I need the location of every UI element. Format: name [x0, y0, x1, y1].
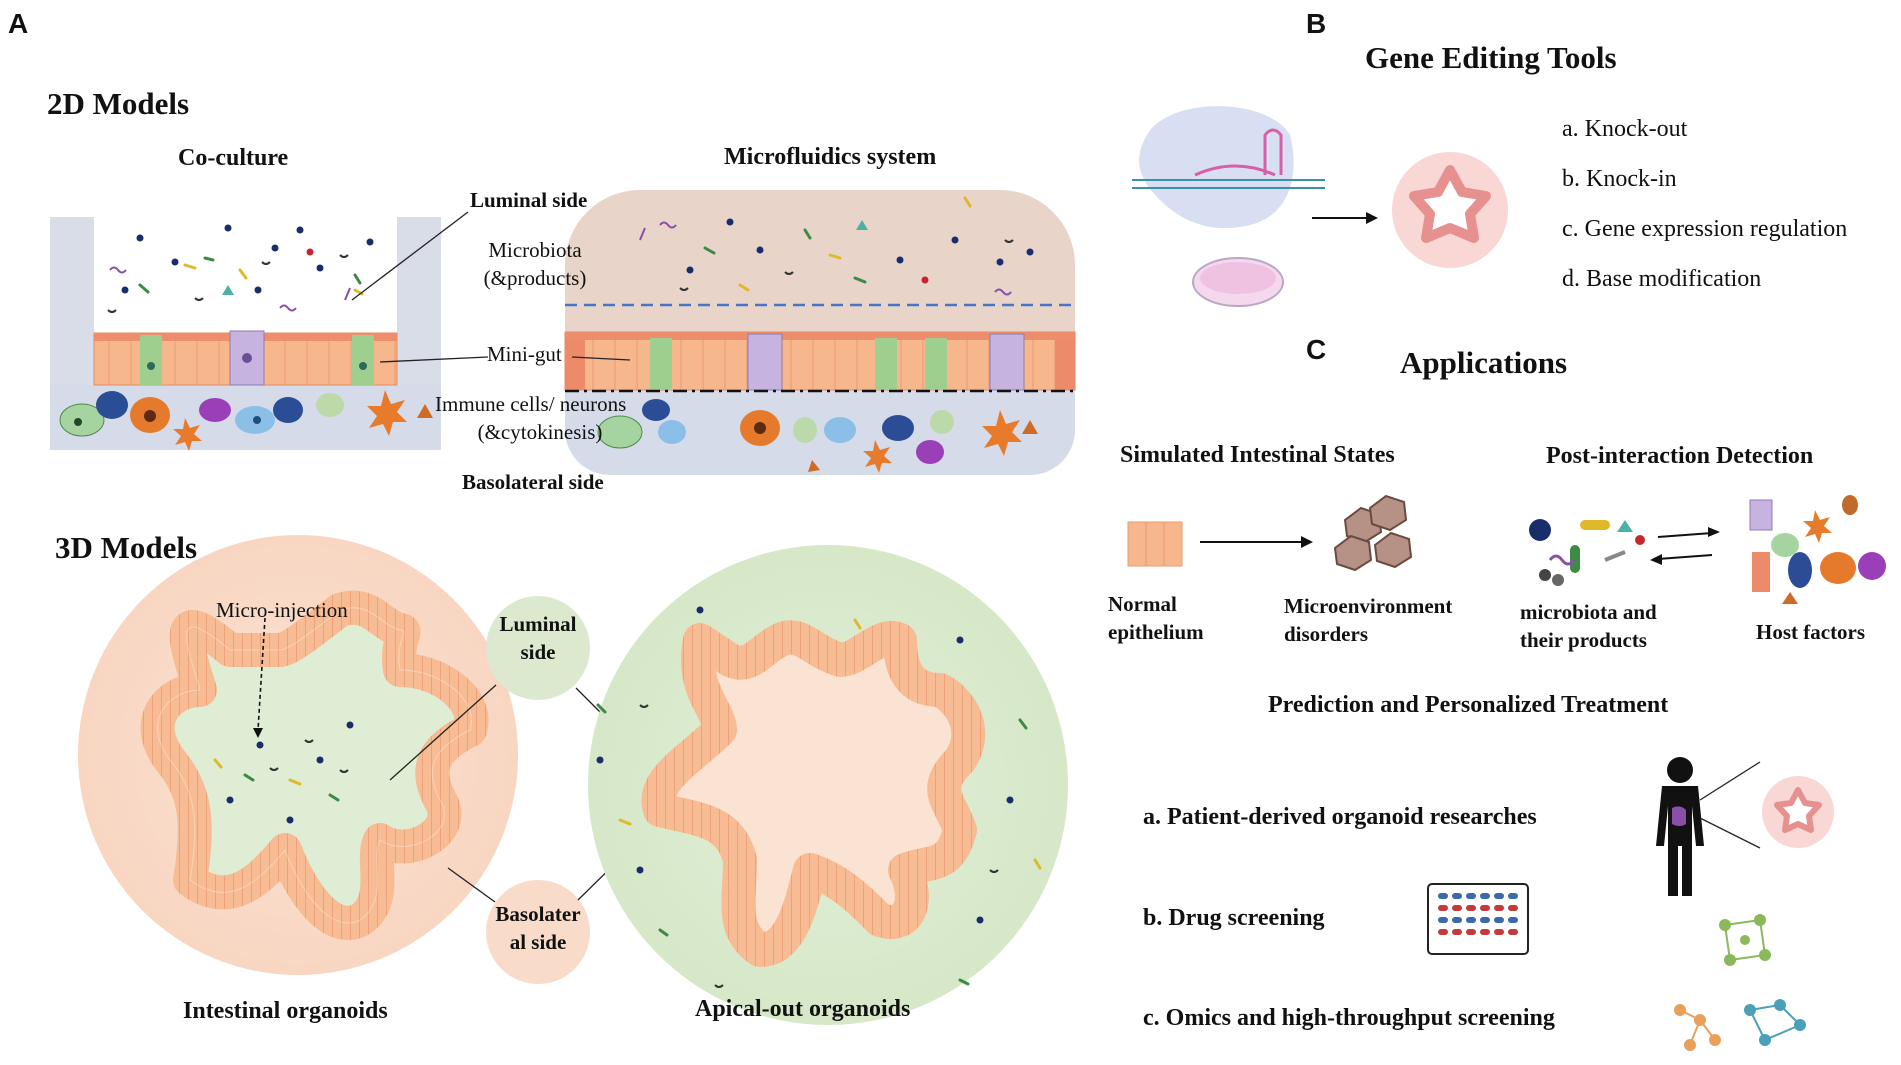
patient-silhouette: [1656, 757, 1704, 896]
gene-editing-title: Gene Editing Tools: [1365, 40, 1617, 75]
microbiota-products-line2: their products: [1520, 628, 1647, 652]
luminal-bubble-line2: side: [520, 640, 556, 664]
prediction-heading: Prediction and Personalized Treatment: [1268, 692, 1669, 718]
micro-injection-label: Micro-injection: [216, 598, 348, 622]
applications-graphics: [1127, 494, 1886, 1051]
microbiota-label: Microbiota: [488, 238, 582, 262]
basolateral-bubble-line2: al side: [509, 930, 567, 954]
immune-cytokinesis-label: (&cytokinesis): [477, 420, 603, 444]
microbiota-products-label: (&products): [483, 266, 587, 290]
microbiota-cluster: [1529, 519, 1645, 586]
microenvironment-line1: Microenvironment: [1284, 594, 1453, 618]
luminal-bubble-line1: Luminal: [499, 612, 577, 636]
apical-out-organoid-diagram: [588, 545, 1068, 1025]
gene-editing-item-knockin: b. Knock-in: [1562, 166, 1677, 192]
applications-title: Applications: [1400, 345, 1568, 380]
normal-epithelium-line2: epithelium: [1108, 620, 1204, 644]
basolateral-side-label: Basolateral side: [462, 470, 604, 494]
basolateral-bubble-line1: Basolater: [495, 902, 581, 926]
gene-editing-item-knockout: a. Knock-out: [1562, 116, 1688, 142]
gene-editing-item-expression: c. Gene expression regulation: [1562, 216, 1848, 242]
host-factors-cluster: [1749, 495, 1886, 604]
coculture-label: Co-culture: [178, 145, 289, 171]
models-3d-heading: 3D Models: [55, 530, 198, 565]
panel-a-letter: A: [8, 8, 29, 39]
intestinal-organoids-label: Intestinal organoids: [183, 998, 388, 1024]
mini-gut-label: Mini-gut: [487, 342, 562, 366]
microbiota-products-line1: microbiota and: [1520, 600, 1657, 624]
application-item-drug: b. Drug screening: [1143, 905, 1325, 931]
simulated-states-heading: Simulated Intestinal States: [1120, 442, 1395, 468]
intestinal-organoid-diagram: [78, 535, 518, 975]
host-factors-label: Host factors: [1756, 620, 1866, 644]
microfluidics-label: Microfluidics system: [724, 144, 937, 170]
post-interaction-heading: Post-interaction Detection: [1546, 443, 1814, 469]
microenvironment-line2: disorders: [1284, 622, 1368, 646]
panel-c-letter: C: [1306, 334, 1327, 365]
coculture-well-diagram: [50, 211, 489, 451]
application-item-patient: a. Patient-derived organoid researches: [1143, 804, 1537, 830]
gene-editing-graphics: [1132, 106, 1508, 307]
omics-network-graphs: [1674, 914, 1806, 1051]
well-plate: [1427, 883, 1529, 955]
panel-b-letter: B: [1306, 8, 1327, 39]
bubble-diagrams: [389, 596, 691, 984]
microfluidics-chip-diagram: [564, 190, 1076, 475]
normal-epithelium-line1: Normal: [1108, 592, 1177, 616]
apical-out-organoids-label: Apical-out organoids: [695, 996, 911, 1022]
immune-label: Immune cells/ neurons: [435, 392, 627, 416]
models-2d-heading: 2D Models: [47, 86, 190, 121]
application-item-omics: c. Omics and high-throughput screening: [1143, 1005, 1555, 1031]
luminal-side-label: Luminal side: [470, 188, 588, 212]
gene-editing-item-base: d. Base modification: [1562, 266, 1762, 292]
